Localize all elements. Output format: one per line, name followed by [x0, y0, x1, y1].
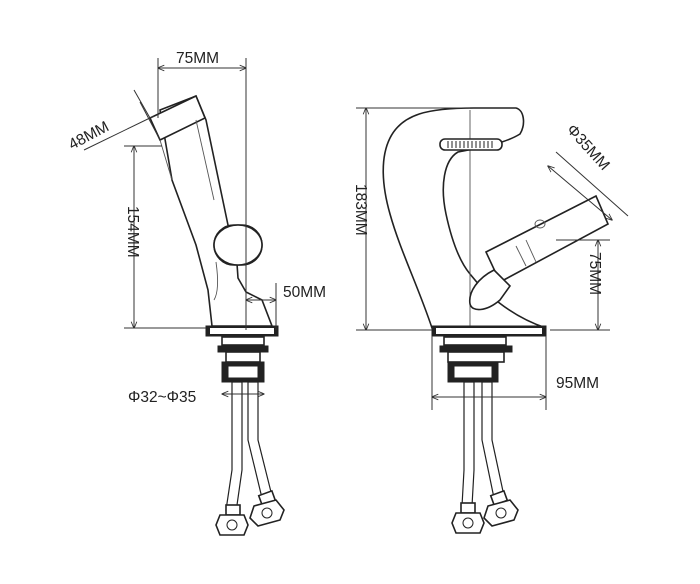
side-view-right: 183MM Φ35MM 75MM 95MM: [352, 107, 629, 534]
hose-fitting-left: [215, 504, 249, 536]
dim-75mm-right: 75MM: [586, 252, 603, 295]
aerator: [439, 138, 503, 151]
dim-183mm: 183MM: [352, 184, 369, 236]
hose-fitting-right: [249, 489, 285, 527]
hose-right: [247, 381, 273, 499]
hose-fitting-right-b: [483, 489, 519, 527]
dim-48mm: 48MM: [66, 118, 112, 153]
hose-fitting-right-a: [451, 502, 485, 534]
hose-right-view-a: [461, 381, 475, 507]
hose-left: [225, 381, 243, 513]
dim-95mm: 95MM: [556, 375, 599, 392]
faucet-curved-body: [382, 107, 547, 329]
dim-mount-hole: Φ32~Φ35: [128, 389, 196, 406]
dim-50mm: 50MM: [283, 284, 326, 301]
hose-right-view-b: [481, 381, 505, 499]
side-view-left: 75MM 48MM 154MM 50MM Φ32~Φ35: [66, 50, 326, 536]
dim-phi35mm: Φ35MM: [563, 121, 613, 174]
dim-75mm: 75MM: [176, 50, 219, 67]
dim-154mm: 154MM: [124, 206, 141, 258]
faucet-column: [159, 94, 274, 327]
